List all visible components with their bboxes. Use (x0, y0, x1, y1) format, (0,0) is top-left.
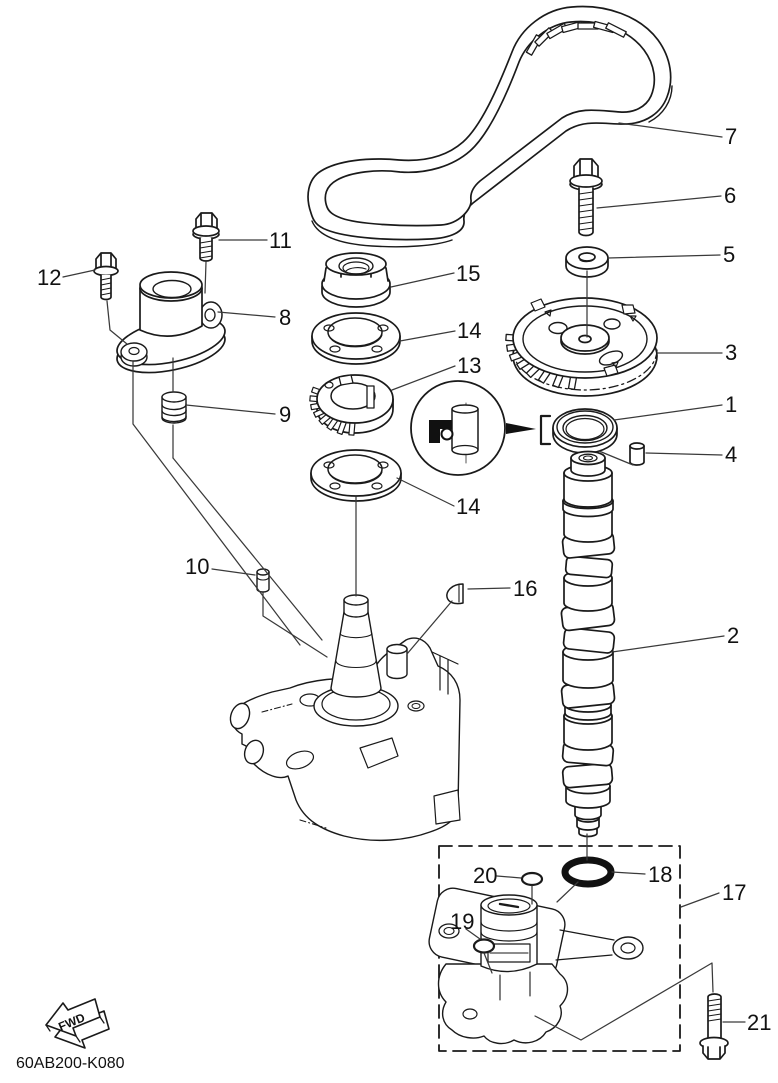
part-label-2: 2 (727, 623, 739, 648)
part-label-8: 8 (279, 305, 291, 330)
washer-14-top (311, 312, 401, 365)
dowel-pin-4 (629, 442, 645, 466)
timing-belt (307, 5, 673, 248)
part-label-7: 7 (725, 124, 737, 149)
tensioner (116, 271, 226, 374)
o-ring-20 (520, 871, 544, 887)
part-label-11: 11 (269, 228, 292, 253)
part-label-1: 1 (725, 392, 737, 417)
belt-teeth (525, 20, 627, 56)
part-label-17: 17 (722, 880, 746, 905)
diagram-part-code: 60AB200-K080 (16, 1055, 125, 1072)
leader-lines (62, 122, 746, 1041)
part-label-10: 10 (185, 554, 209, 579)
part-label-18: 18 (648, 862, 672, 887)
governor-gear-13 (309, 374, 394, 436)
part-label-14-bottom: 14 (456, 494, 480, 519)
bolt-12 (93, 252, 119, 301)
fwd-arrow-icon (45, 998, 110, 1049)
part-label-15: 15 (456, 261, 480, 286)
bolt-6 (569, 158, 603, 237)
washer-5 (565, 246, 609, 278)
cam-pulley (505, 297, 658, 397)
part-label-16: 16 (513, 576, 537, 601)
part-label-19: 19 (450, 909, 474, 934)
o-ring-18 (561, 856, 615, 888)
oil-pump-assembly (428, 845, 681, 1052)
pulley-rim-notches (530, 298, 637, 377)
bolt-21 (699, 993, 729, 1060)
o-ring-19 (472, 938, 496, 954)
washer-14-bottom (310, 449, 402, 502)
part-label-6: 6 (724, 183, 736, 208)
part-label-20: 20 (473, 863, 497, 888)
part-label-14-top: 14 (457, 318, 481, 343)
part-label-21: 21 (747, 1010, 771, 1035)
oil-seal (552, 408, 618, 454)
seal-detail-inset (410, 380, 552, 476)
camshaft (560, 450, 616, 838)
oil-pump-body (428, 887, 644, 1045)
part-label-4: 4 (725, 442, 737, 467)
part-label-3: 3 (725, 340, 737, 365)
spring-9 (161, 391, 187, 424)
bolt-11 (192, 212, 220, 262)
part-label-12: 12 (37, 265, 61, 290)
part-label-5: 5 (723, 242, 735, 267)
crankcase (229, 594, 461, 842)
flange-nut-15 (321, 252, 391, 308)
part-label-13: 13 (457, 353, 481, 378)
pin-10 (256, 568, 270, 593)
woodruff-key-16 (446, 583, 464, 605)
part-label-9: 9 (279, 402, 291, 427)
